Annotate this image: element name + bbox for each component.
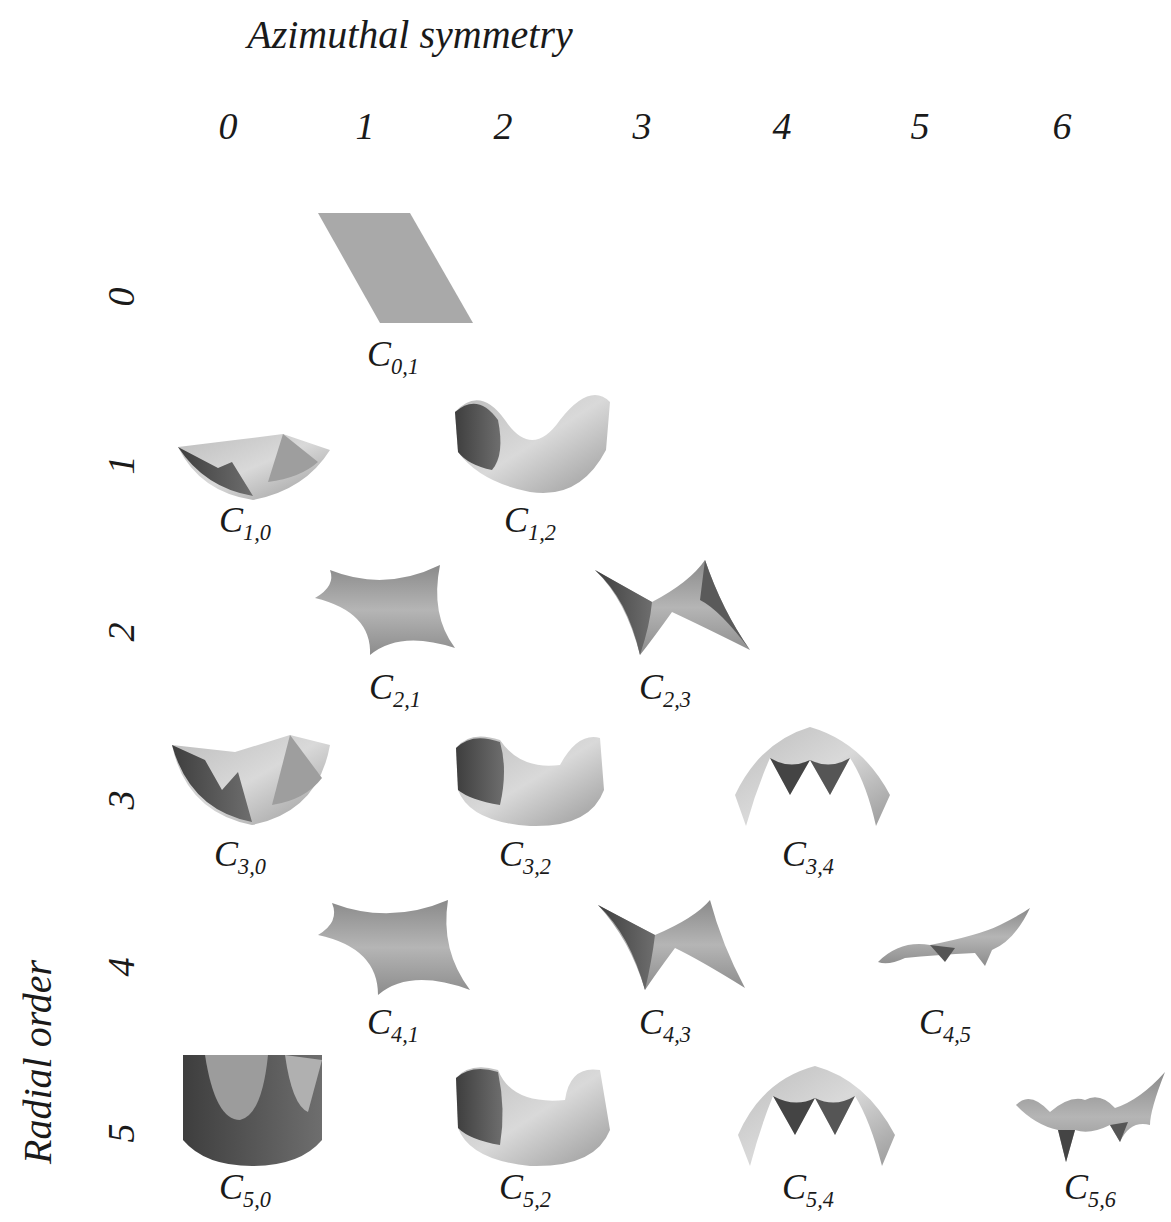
subscript: 2,1 — [393, 687, 421, 712]
surface-plot — [455, 395, 610, 493]
coefficient-label: C2,1 — [369, 669, 421, 711]
surface-plot — [315, 565, 455, 655]
column-number: 2 — [494, 107, 513, 145]
coefficient-label: C1,0 — [219, 502, 271, 544]
column-number: 5 — [911, 107, 930, 145]
surface-plot — [318, 213, 473, 323]
axis-title: Radial order — [18, 960, 58, 1164]
subscript: 3,2 — [523, 854, 551, 879]
coefficient-label: C5,4 — [782, 1169, 834, 1211]
column-number: 4 — [773, 107, 792, 145]
subscript: 5,4 — [806, 1187, 834, 1212]
subscript: 5,0 — [243, 1187, 271, 1212]
subscript: 4,1 — [391, 1022, 419, 1047]
column-number: 1 — [356, 107, 375, 145]
surface-plot — [598, 900, 745, 990]
subscript: 1,2 — [528, 520, 556, 545]
column-number: 0 — [219, 107, 238, 145]
coefficient-label: C3,4 — [782, 836, 834, 878]
subscript: 3,4 — [806, 854, 834, 879]
subscript: 5,2 — [523, 1187, 551, 1212]
row-number: 2 — [101, 623, 139, 642]
subscript: 1,0 — [243, 520, 271, 545]
surface-plot — [1016, 1072, 1165, 1162]
surface-plot — [738, 1066, 895, 1166]
surface-plot — [735, 727, 890, 826]
coefficient-label: C3,0 — [214, 836, 266, 878]
subscript: 2,3 — [663, 687, 691, 712]
subscript: 4,3 — [663, 1022, 691, 1047]
surface-plot — [172, 735, 330, 825]
coefficient-label: C4,1 — [367, 1004, 419, 1046]
row-number: 5 — [101, 1124, 139, 1143]
row-number: 0 — [101, 288, 139, 307]
subscript: 0,1 — [391, 354, 419, 379]
row-number: 1 — [101, 456, 139, 475]
coefficient-label: C3,2 — [499, 836, 551, 878]
row-number: 4 — [101, 958, 139, 977]
column-number: 3 — [633, 107, 652, 145]
coefficient-label: C2,3 — [639, 669, 691, 711]
subscript: 3,0 — [238, 854, 266, 879]
subscript: 4,5 — [943, 1022, 971, 1047]
subscript: 5,6 — [1088, 1187, 1116, 1212]
axis-title: Azimuthal symmetry — [247, 15, 573, 55]
column-number: 6 — [1053, 107, 1072, 145]
coefficient-label: C1,2 — [504, 502, 556, 544]
surface-plot — [178, 434, 330, 500]
surface-plot — [595, 560, 750, 655]
coefficient-label: C4,5 — [919, 1004, 971, 1046]
surface-plot — [456, 1067, 610, 1166]
surface-plot — [456, 736, 604, 826]
surface-plot — [878, 908, 1030, 966]
surface-plot — [318, 900, 470, 995]
row-number: 3 — [101, 791, 139, 810]
coefficient-label: C5,6 — [1064, 1169, 1116, 1211]
surface-plot — [183, 1055, 322, 1166]
coefficient-label: C0,1 — [367, 336, 419, 378]
coefficient-label: C5,2 — [499, 1169, 551, 1211]
coefficient-label: C5,0 — [219, 1169, 271, 1211]
coefficient-label: C4,3 — [639, 1004, 691, 1046]
